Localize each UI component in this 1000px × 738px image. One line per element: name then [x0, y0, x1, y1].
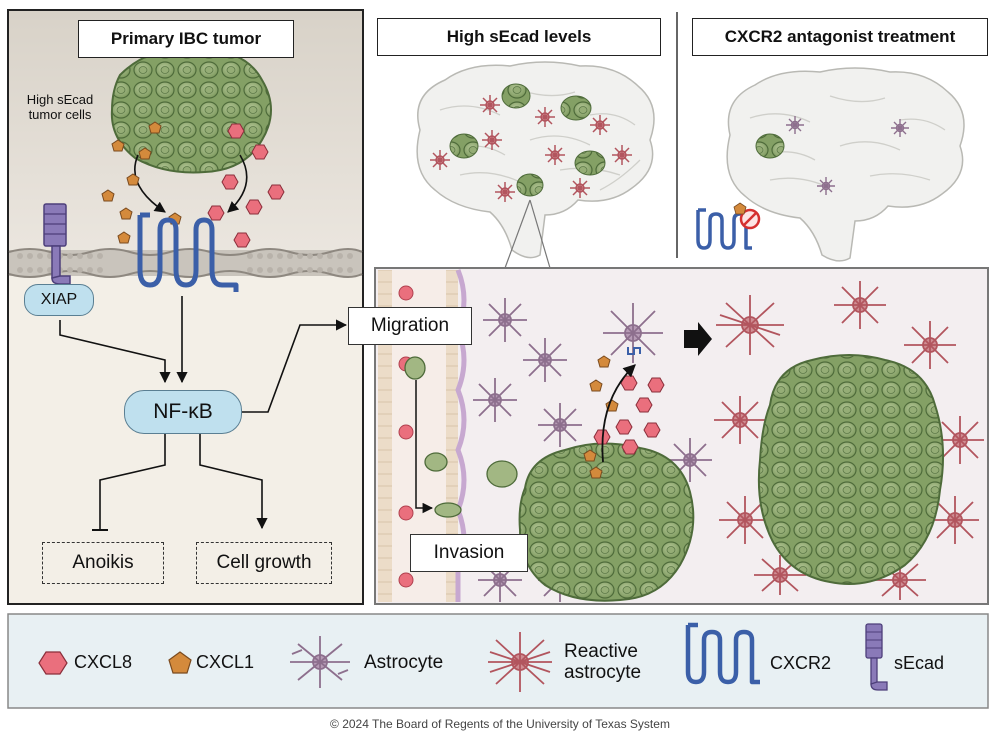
reactive-astrocyte-network	[714, 281, 984, 600]
brain-right-astrocytes	[786, 116, 909, 195]
legend-astrocyte-icon	[290, 636, 350, 688]
chemokine-arrow-left	[134, 154, 166, 213]
zoom-line-right	[529, 199, 551, 269]
nfkb-node: NF-κB	[124, 390, 242, 434]
brain-high-secad	[416, 61, 655, 269]
cxcl8-group	[207, 123, 285, 248]
xiap-to-nfkb-arrow	[59, 320, 171, 384]
brain-reactive-astrocytes	[430, 95, 632, 202]
brain-cxcr2-treatment	[696, 67, 965, 262]
zoom-line-left	[504, 199, 531, 269]
legend-secad-label: sEcad	[894, 653, 945, 673]
legend-cxcr2-label: CXCR2	[770, 653, 832, 673]
legend-cxcl1-icon	[168, 651, 192, 674]
astrocyte-network	[473, 298, 712, 602]
legend-cxcr2-icon	[685, 625, 760, 685]
legend-cxcl8-icon	[38, 651, 68, 675]
copyright-footer: © 2024 The Board of Regents of the Unive…	[330, 717, 670, 731]
inhibited-cxcr2-icon	[696, 202, 761, 250]
cell-membrane	[8, 248, 363, 278]
invasion-path-arrow	[415, 380, 434, 514]
brain-tumor-large	[757, 354, 945, 585]
legend-cxcl8-label: CXCL8	[74, 652, 133, 672]
secad-panel-title: High sEcad levels	[377, 18, 661, 56]
nfkb-to-migration-arrow	[242, 319, 348, 413]
cxcl8-zoom	[593, 375, 665, 455]
legend-panel	[7, 613, 989, 709]
legend-reactive-astrocyte-icon	[488, 632, 552, 692]
primary-panel-title: Primary IBC tumor	[78, 20, 294, 58]
circulating-tumor-cells	[404, 356, 518, 518]
legend-astrocyte-label: Astrocyte	[364, 652, 444, 673]
legend-frame	[7, 613, 989, 709]
nfkb-to-growth-arrow	[199, 432, 268, 530]
anoikis-box: Anoikis	[42, 542, 164, 584]
tumor-cells-label: High sEcad tumor cells	[26, 92, 94, 122]
astrocyte-cxcr2	[627, 347, 641, 355]
brain-tumor-small	[518, 442, 695, 602]
residual-tumor	[755, 133, 785, 159]
cxcl1-group	[101, 121, 182, 244]
brain-outline-right	[726, 67, 965, 262]
migration-label: Migration	[348, 307, 472, 345]
legend-cxcl1-label: CXCL1	[196, 652, 255, 672]
invasion-label: Invasion	[410, 534, 528, 572]
primary-tumor-cluster	[110, 48, 272, 174]
xiap-node: XIAP	[24, 284, 94, 316]
secad-membrane-protein	[43, 203, 71, 285]
nfkb-to-anoikis-inhibit	[99, 432, 166, 530]
cxcr2-receptor-membrane	[137, 215, 239, 292]
chemokine-arrow-right	[227, 154, 248, 213]
tumor-to-astrocyte-arrow	[601, 364, 636, 463]
brain-outline-middle	[416, 61, 655, 259]
brain-tumor-clusters	[449, 83, 606, 197]
cxcr2-panel-title: CXCR2 antagonist treatment	[692, 18, 988, 56]
legend-secad-icon	[865, 623, 888, 691]
transition-arrow	[684, 322, 712, 356]
cell-growth-box: Cell growth	[196, 542, 332, 584]
legend-reactive-astrocyte-label: Reactive astrocyte	[564, 641, 642, 683]
